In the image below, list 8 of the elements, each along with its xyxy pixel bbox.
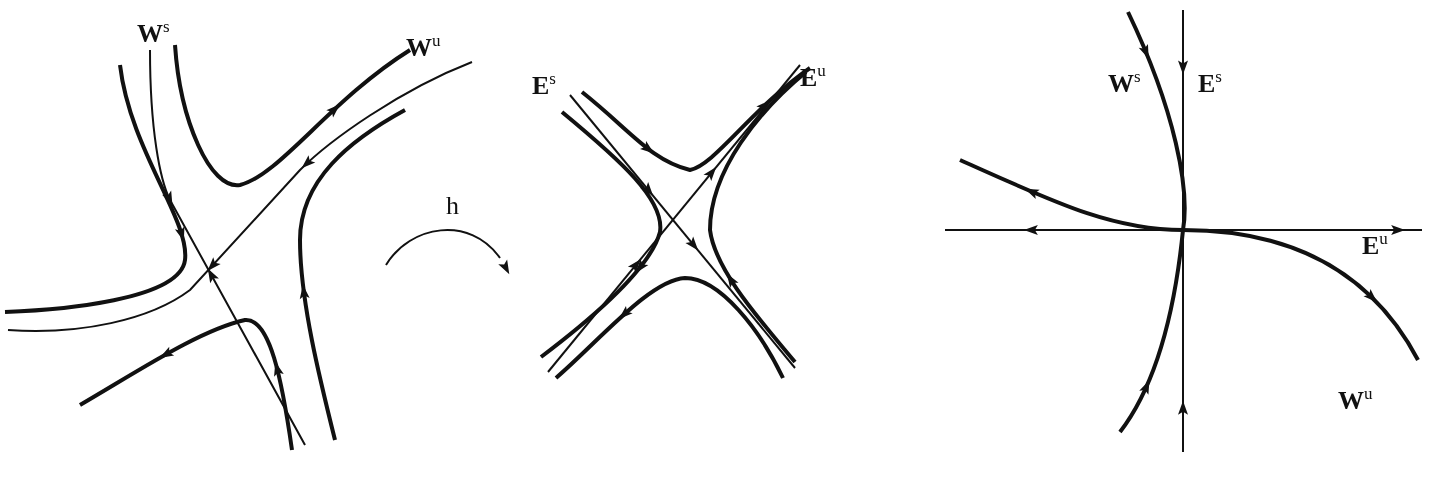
manifold-label: E$^{s}$	[532, 70, 556, 99]
manifold-label: W$^{s}$	[1108, 68, 1141, 97]
map-label: h	[446, 193, 459, 219]
manifold-label: W$^{u}$	[1338, 385, 1373, 414]
manifold-label: W$^{u}$	[406, 32, 441, 61]
manifold-label: E$^{u}$	[1362, 230, 1388, 259]
manifold-label: W$^{s}$	[137, 18, 170, 47]
manifold-label: E$^{s}$	[1198, 68, 1222, 97]
